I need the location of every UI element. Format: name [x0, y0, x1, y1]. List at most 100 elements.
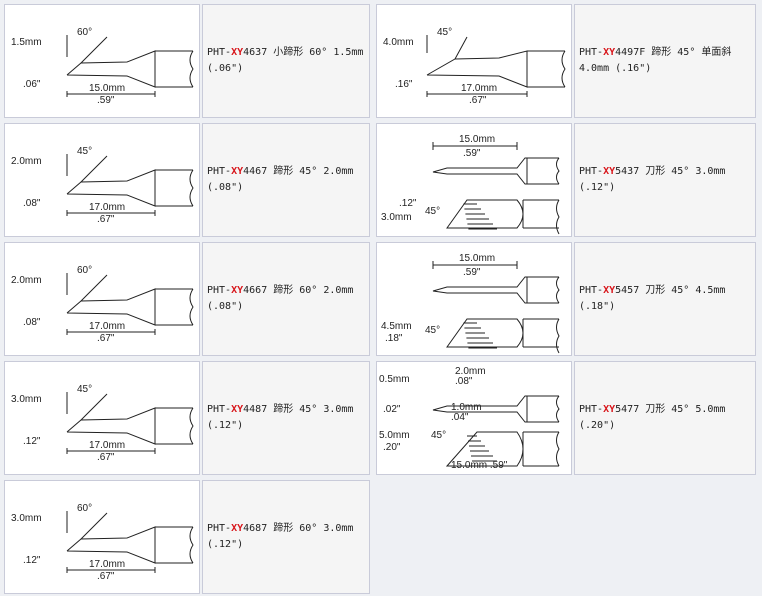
length-dim: [66, 329, 156, 335]
tip-shape: [426, 50, 528, 88]
height-mm-label: 4.5mm: [381, 321, 412, 332]
height-mm-label: 2.0mm: [11, 275, 42, 286]
angle-label: 45°: [437, 27, 452, 38]
shank: [155, 407, 194, 445]
brand-code: XY: [603, 285, 616, 296]
model-text: PHT-XY4687 蹄形 60° 3.0mm (.12"): [207, 521, 365, 553]
model-text: PHT-XY5457 刀形 45° 4.5mm (.18"): [579, 283, 751, 315]
shank-top: [527, 395, 560, 423]
model-spec: 4467 蹄形 45° 2.0mm (.08"): [207, 166, 354, 193]
model-text: PHT-XY5477 刀形 45° 5.0mm (.20"): [579, 402, 751, 434]
model-text: PHT-XY4467 蹄形 45° 2.0mm (.08"): [207, 164, 365, 196]
tip-drawing: 1.5mm.06"60°15.0mm.59": [11, 27, 194, 106]
length-dim: [66, 210, 156, 216]
model-prefix: PHT-: [579, 404, 604, 415]
length-mm-label: 17.0mm: [89, 440, 125, 451]
angle-label: 45°: [77, 384, 92, 395]
length-in-label: .67": [97, 571, 115, 582]
model-prefix: PHT-: [207, 47, 232, 58]
tip-description: PHT-XY5437 刀形 45° 3.0mm (.12"): [574, 123, 756, 237]
length-dim: [66, 91, 156, 97]
angle-lines: [66, 154, 108, 183]
tip-description: PHT-XY4687 蹄形 60° 3.0mm (.12"): [202, 480, 370, 594]
angle-lines: [66, 392, 108, 421]
tip-shape: [66, 50, 156, 88]
model-prefix: PHT-: [207, 404, 232, 415]
shank: [155, 50, 194, 88]
length-dim: [432, 142, 518, 150]
length-mm-label: 15.0mm: [89, 83, 125, 94]
tip-drawing: 2.0mm.08"60°17.0mm.67": [11, 265, 194, 344]
length-in-label: .59": [97, 95, 115, 106]
angle-label: 60°: [77, 503, 92, 514]
tip-drawing: 15.0mm.59"4.5mm.18"45°: [381, 253, 560, 354]
length-mm-label: 17.0mm: [461, 83, 497, 94]
tip-diagram: 3.0mm .12" 60° 17.0mm.67": [4, 480, 200, 594]
tip-description: PHT-XY5477 刀形 45° 5.0mm (.20"): [574, 361, 756, 475]
tip-description: PHT-XY4497F 蹄形 45° 单面斜 4.0mm (.16"): [574, 4, 756, 118]
angle-label: 45°: [425, 325, 440, 336]
angle-label: 45°: [77, 146, 92, 157]
model-spec: 4487 蹄形 45° 3.0mm (.12"): [207, 404, 354, 431]
tip-shape: [66, 288, 156, 326]
edge-in-label: .04": [451, 412, 469, 423]
tip-shape: [66, 407, 156, 445]
height-mm-label: 4.0mm: [383, 37, 414, 48]
brand-code: XY: [231, 404, 244, 415]
blade-side-view: [446, 318, 560, 354]
height-mm-label: 3.0mm: [11, 513, 42, 524]
tip-diagram: 2.0mm.08"60°17.0mm.67": [4, 242, 200, 356]
tip-description: PHT-XY4467 蹄形 45° 2.0mm (.08"): [202, 123, 370, 237]
brand-code: XY: [231, 47, 244, 58]
tip-description: PHT-XY4667 蹄形 60° 2.0mm (.08"): [202, 242, 370, 356]
length-in-label: .67": [97, 452, 115, 463]
angle-lines: [66, 511, 108, 540]
shank: [155, 288, 194, 326]
shank: [527, 50, 566, 88]
length-in-label: .59": [463, 148, 481, 159]
model-spec: 5457 刀形 45° 4.5mm (.18"): [579, 285, 726, 312]
tip-description: PHT-XY4487 蹄形 45° 3.0mm (.12"): [202, 361, 370, 475]
model-prefix: PHT-: [207, 285, 232, 296]
model-prefix: PHT-: [579, 166, 604, 177]
blade-height-mm-label: 5.0mm: [379, 430, 410, 441]
height-mm-label: 2.0mm: [11, 156, 42, 167]
tip-thickness-mm-label: 0.5mm: [379, 374, 410, 385]
blade-height-in-label: .20": [383, 442, 401, 453]
length-dim: [426, 91, 528, 97]
height-in-label: .12": [399, 198, 417, 209]
tip-drawing: 3.0mm .12" 60° 17.0mm.67": [11, 503, 194, 582]
tip-diagram: 2.0mm.08"45°17.0mm.67": [4, 123, 200, 237]
shank: [155, 526, 194, 564]
height-in-label: .12": [23, 436, 41, 447]
tip-diagram: 4.0mm.16"45°17.0mm.67": [376, 4, 572, 118]
model-spec: 4497F 蹄形 45° 单面斜 4.0mm (.16"): [579, 47, 732, 74]
model-prefix: PHT-: [207, 523, 232, 534]
height-mm-label: 1.5mm: [11, 37, 42, 48]
length-mm-label: 15.0mm: [459, 134, 495, 145]
length-label: 15.0mm .59": [451, 460, 508, 471]
model-prefix: PHT-: [579, 285, 604, 296]
height-in-label: .12": [23, 555, 41, 566]
length-dim: [432, 261, 518, 269]
height-in-label: .08": [23, 317, 41, 328]
blade-side-view: [445, 431, 560, 467]
tip-description: PHT-XY4637 小蹄形 60° 1.5mm (.06"): [202, 4, 370, 118]
brand-code: XY: [603, 47, 616, 58]
tip-diagram: 1.5mm.06"60°15.0mm.59": [4, 4, 200, 118]
model-spec: 5437 刀形 45° 3.0mm (.12"): [579, 166, 726, 193]
length-mm-label: 17.0mm: [89, 202, 125, 213]
angle-lines: [66, 35, 108, 64]
angle-label: 45°: [431, 430, 446, 441]
brand-code: XY: [603, 166, 616, 177]
tip-diagram: 3.0mm.12"45°17.0mm.67": [4, 361, 200, 475]
length-dim: [66, 567, 156, 573]
model-text: PHT-XY4497F 蹄形 45° 单面斜 4.0mm (.16"): [579, 45, 751, 77]
tip-diagram: 0.5mm.02"2.0mm.08"1.0mm.04"5.0mm.20"45°1…: [376, 361, 572, 475]
height-in-label: .08": [23, 198, 41, 209]
model-spec: 4687 蹄形 60° 3.0mm (.12"): [207, 523, 354, 550]
length-mm-label: 17.0mm: [89, 559, 125, 570]
angle-label: 60°: [77, 27, 92, 38]
